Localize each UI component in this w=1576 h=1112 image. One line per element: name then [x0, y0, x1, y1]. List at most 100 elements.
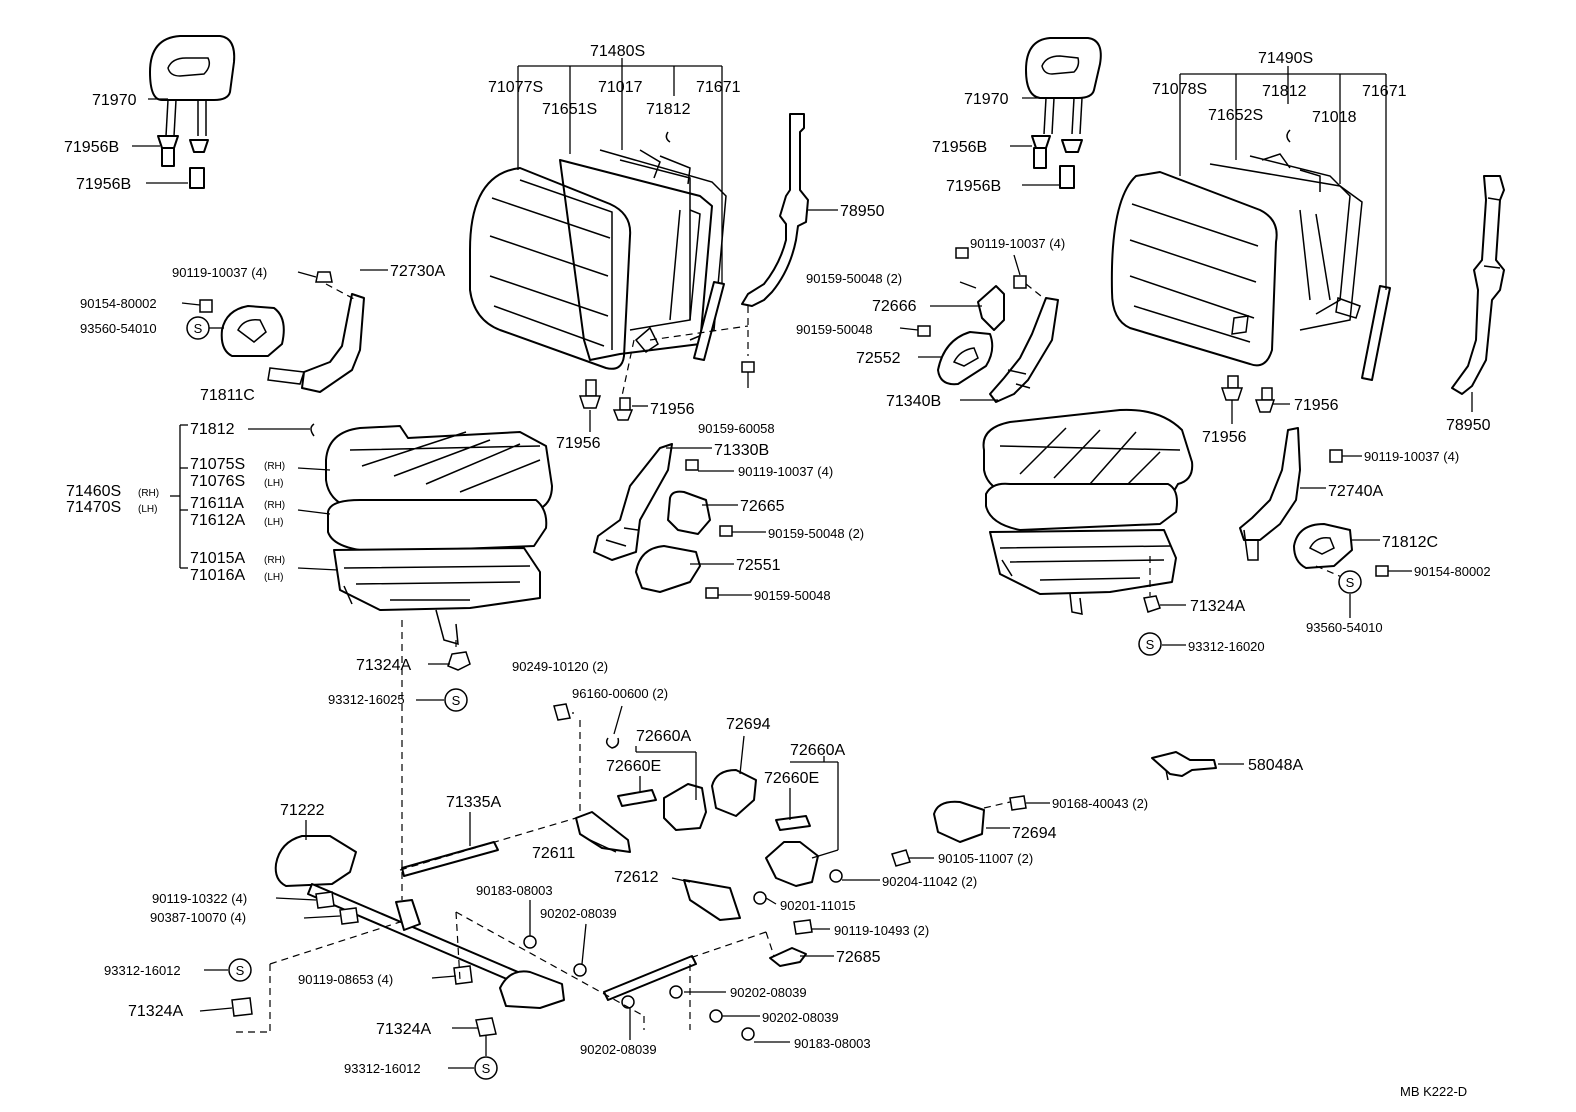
label-71017: 71017	[598, 79, 643, 96]
label-71956-left-a: 71956	[650, 401, 695, 418]
label-71460s: 71460S	[66, 483, 121, 500]
lower-s-mark-16012-b-text: S	[482, 1061, 491, 1076]
left-headrest-drawing	[149, 35, 236, 189]
label-71330b: 71330B	[714, 442, 769, 459]
right-s-mark-93560	[1338, 570, 1362, 594]
left-s-mark-16025-text: S	[452, 693, 461, 708]
label-90183-08003-b: 90183-08003	[794, 1036, 871, 1051]
label-71470s-lh: (LH)	[138, 504, 157, 515]
label-71956-left-b: 71956	[556, 435, 601, 452]
label-90159-50048-left-2: 90159-50048 (2)	[768, 526, 864, 541]
label-71335a: 71335A	[446, 794, 501, 811]
label-71340b: 71340B	[886, 393, 941, 410]
hook-58048a-drawing	[1151, 751, 1217, 781]
label-90159-50048-left: 90159-50048	[754, 588, 831, 603]
label-71956b-left-b: 71956B	[76, 176, 131, 193]
label-72660a-right: 72660A	[790, 742, 845, 759]
label-72685: 72685	[836, 949, 881, 966]
label-71970-right: 71970	[964, 91, 1009, 108]
lower-s-mark-16012-a	[228, 958, 252, 982]
label-72551: 72551	[736, 557, 781, 574]
label-71651s: 71651S	[542, 101, 597, 118]
label-71018: 71018	[1312, 109, 1357, 126]
label-71075s-rh: (RH)	[264, 461, 285, 472]
label-71956b-right-b: 71956B	[946, 178, 1001, 195]
label-72665: 72665	[740, 498, 785, 515]
label-90201-11015: 90201-11015	[780, 898, 856, 913]
lower-adjuster-drawing	[231, 703, 1027, 1041]
label-90119-10037-right-b: 90119-10037 (4)	[1364, 449, 1459, 464]
label-78950-right: 78950	[1446, 417, 1491, 434]
left-recliner-drawing	[199, 271, 365, 393]
right-s-mark-16020-text: S	[1146, 637, 1155, 652]
label-71470s: 71470S	[66, 499, 121, 516]
label-93312-16012-a: 93312-16012	[104, 963, 181, 978]
label-71078s: 71078S	[1152, 81, 1207, 98]
label-71612a: 71612A	[190, 512, 245, 529]
right-headrest-drawing	[1025, 37, 1102, 189]
label-90119-10037-right: 90119-10037 (4)	[970, 236, 1065, 251]
label-96160-00600: 96160-00600 (2)	[572, 686, 668, 701]
label-93560-54010-right: 93560-54010	[1306, 620, 1383, 635]
label-71015a: 71015A	[190, 550, 245, 567]
right-recliner-drawing	[1239, 427, 1389, 577]
label-90249-10120: 90249-10120 (2)	[512, 659, 608, 674]
label-90154-80002-left: 90154-80002	[80, 296, 157, 311]
label-90159-50048-right-2: 90159-50048 (2)	[806, 271, 902, 286]
label-72730a: 72730A	[390, 263, 445, 280]
label-71460s-rh: (RH)	[138, 488, 159, 499]
label-90119-10322: 90119-10322 (4)	[152, 891, 247, 906]
label-71324a-right: 71324A	[1190, 598, 1245, 615]
label-71016a: 71016A	[190, 567, 245, 584]
label-71076s-lh: (LH)	[264, 478, 283, 489]
label-71812c: 71812C	[1382, 534, 1438, 551]
left-hinge-drawing	[593, 443, 733, 599]
label-90159-60058: 90159-60058	[698, 421, 775, 436]
right-hinge-drawing	[917, 247, 1059, 403]
right-small-fasteners	[1220, 375, 1276, 413]
label-71016a-lh: (LH)	[264, 572, 283, 583]
label-72666: 72666	[872, 298, 917, 315]
right-nut-71324a	[1143, 595, 1161, 613]
label-90183-08003-a: 90183-08003	[476, 883, 553, 898]
label-90154-80002-right: 90154-80002	[1414, 564, 1491, 579]
label-71077s: 71077S	[488, 79, 543, 96]
label-71812-left-back: 71812	[646, 101, 691, 118]
label-90168-40043: 90168-40043 (2)	[1052, 796, 1148, 811]
label-71076s: 71076S	[190, 473, 245, 490]
right-belt-drawing	[1451, 175, 1505, 395]
label-71222: 71222	[280, 802, 325, 819]
label-71075s: 71075S	[190, 456, 245, 473]
label-71956-right-a: 71956	[1294, 397, 1339, 414]
label-90119-10493: 90119-10493 (2)	[834, 923, 929, 938]
label-71956b-left-a: 71956B	[64, 139, 119, 156]
label-90105-11007: 90105-11007 (2)	[938, 851, 1033, 866]
label-93560-54010-left: 93560-54010	[80, 321, 157, 336]
label-90387-10070: 90387-10070 (4)	[150, 910, 246, 925]
left-small-fasteners	[578, 361, 755, 421]
label-71490s: 71490S	[1258, 50, 1313, 67]
right-cushion-drawing	[982, 408, 1194, 615]
label-90119-10037-left: 90119-10037 (4)	[172, 265, 267, 280]
label-71612a-lh: (LH)	[264, 517, 283, 528]
label-71480s: 71480S	[590, 43, 645, 60]
label-90119-10037-left-b: 90119-10037 (4)	[738, 464, 833, 479]
right-s-mark-93560-text: S	[1346, 575, 1355, 590]
label-90202-08039-d: 90202-08039	[762, 1010, 839, 1025]
label-58048a: 58048A	[1248, 757, 1303, 774]
left-nut-71324a	[447, 651, 471, 671]
label-90202-08039-a: 90202-08039	[540, 906, 617, 921]
label-71611a: 71611A	[190, 495, 244, 512]
left-s-mark-16025	[444, 688, 468, 712]
label-90202-08039-c: 90202-08039	[730, 985, 807, 1000]
label-72611: 72611	[532, 845, 575, 862]
label-90202-08039-b: 90202-08039	[580, 1042, 657, 1057]
label-93312-16025: 93312-16025	[328, 692, 405, 707]
label-72660a-left: 72660A	[636, 728, 691, 745]
label-71324a-lower-a: 71324A	[128, 1003, 183, 1020]
label-90119-08653: 90119-08653 (4)	[298, 972, 393, 987]
label-71812-right-back: 71812	[1262, 83, 1307, 100]
label-71671-right: 71671	[1362, 83, 1407, 100]
label-93312-16020: 93312-16020	[1188, 639, 1265, 654]
